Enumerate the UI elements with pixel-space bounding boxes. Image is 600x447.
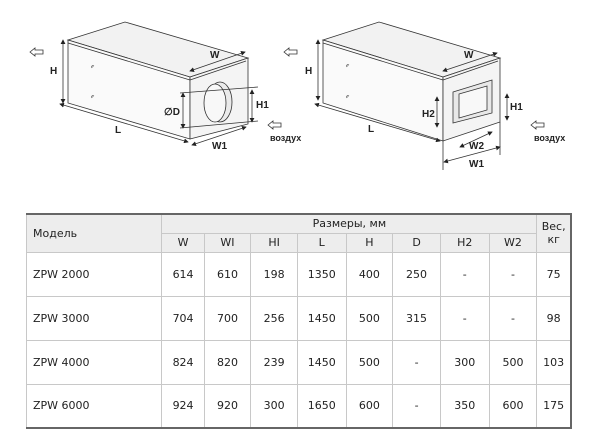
w-cell: 614 <box>161 251 205 297</box>
h-cell: 600 <box>345 383 394 429</box>
h-cell: 400 <box>345 251 394 297</box>
l-cell: 1450 <box>296 295 347 341</box>
label-h2-right: H2 <box>422 109 435 120</box>
model-cell: ZPW 2000 <box>25 251 163 297</box>
label-h-right: H <box>305 66 312 77</box>
weight-cell: 75 <box>536 251 572 297</box>
dimension-drawings-svg: W H H1 ∅D L W1 воздух <box>29 21 565 170</box>
col-w1: WI <box>203 232 252 253</box>
weight-header-line1: Вес, <box>541 220 566 234</box>
l-cell: 1350 <box>296 251 347 297</box>
table-row: ZPW 3000 704 700 256 1450 500 315 - - 98 <box>25 295 572 341</box>
label-d: ∅D <box>164 107 180 118</box>
h1-cell: 198 <box>250 251 298 297</box>
model-header: Модель <box>25 213 163 253</box>
col-h2: H2 <box>439 232 490 253</box>
dimensions-header-text: Размеры, мм <box>312 217 387 231</box>
l-cell: 1450 <box>296 339 347 385</box>
h2-cell: 300 <box>439 339 490 385</box>
label-l: L <box>115 125 121 136</box>
model-cell: ZPW 3000 <box>25 295 163 341</box>
col-h: H <box>345 232 394 253</box>
h1-cell: 300 <box>250 383 298 429</box>
w1-cell: 700 <box>203 295 252 341</box>
h1-cell: 239 <box>250 339 298 385</box>
col-w: W <box>161 232 205 253</box>
col-h1: HI <box>250 232 298 253</box>
w1-cell: 610 <box>203 251 252 297</box>
air-label-left: воздух <box>270 133 301 143</box>
air-label-right: воздух <box>534 133 565 143</box>
model-cell: ZPW 6000 <box>25 383 163 429</box>
table-row: ZPW 6000 924 920 300 1650 600 - 350 600 … <box>25 383 572 429</box>
label-w1-right: W1 <box>469 159 484 170</box>
label-h: H <box>50 66 57 77</box>
w2-cell: - <box>488 251 538 297</box>
col-w2: W2 <box>488 232 538 253</box>
label-w-right: W <box>464 50 474 61</box>
w2-cell: - <box>488 295 538 341</box>
table-row: ZPW 4000 824 820 239 1450 500 - 300 500 … <box>25 339 572 385</box>
label-w1: W1 <box>212 141 227 152</box>
label-w: W <box>210 50 220 61</box>
h-cell: 500 <box>345 339 394 385</box>
d-cell: 250 <box>392 251 441 297</box>
specifications-table: Модель Размеры, мм Вес,кг W WI HI L H D … <box>25 213 572 429</box>
round-duct-unit-drawing <box>29 21 282 147</box>
col-l: L <box>296 232 347 253</box>
label-w2-right: W2 <box>469 141 484 152</box>
w2-cell: 500 <box>488 339 538 385</box>
weight-cell: 175 <box>536 383 572 429</box>
unit-drawings: W H H1 ∅D L W1 воздух <box>0 0 600 200</box>
header-row-1: Модель Размеры, мм Вес,кг <box>25 213 572 253</box>
weight-cell: 103 <box>536 339 572 385</box>
w-cell: 704 <box>161 295 205 341</box>
label-h1-right: H1 <box>510 102 523 113</box>
weight-header: Вес,кг <box>536 213 572 253</box>
d-cell: - <box>392 383 441 429</box>
w-cell: 824 <box>161 339 205 385</box>
h2-cell: 350 <box>439 383 490 429</box>
h-cell: 500 <box>345 295 394 341</box>
table-row: ZPW 2000 614 610 198 1350 400 250 - - 75 <box>25 251 572 297</box>
h1-cell: 256 <box>250 295 298 341</box>
h2-cell: - <box>439 295 490 341</box>
w1-cell: 820 <box>203 339 252 385</box>
h2-cell: - <box>439 251 490 297</box>
weight-header-line2: кг <box>547 233 560 247</box>
rect-duct-unit-drawing <box>283 21 545 170</box>
label-l-right: L <box>368 124 374 135</box>
dimensions-header: Размеры, мм <box>161 213 538 234</box>
l-cell: 1650 <box>296 383 347 429</box>
d-cell: - <box>392 339 441 385</box>
col-d: D <box>392 232 441 253</box>
weight-cell: 98 <box>536 295 572 341</box>
w2-cell: 600 <box>488 383 538 429</box>
w1-cell: 920 <box>203 383 252 429</box>
model-cell: ZPW 4000 <box>25 339 163 385</box>
w-cell: 924 <box>161 383 205 429</box>
label-h1: H1 <box>256 100 269 111</box>
d-cell: 315 <box>392 295 441 341</box>
